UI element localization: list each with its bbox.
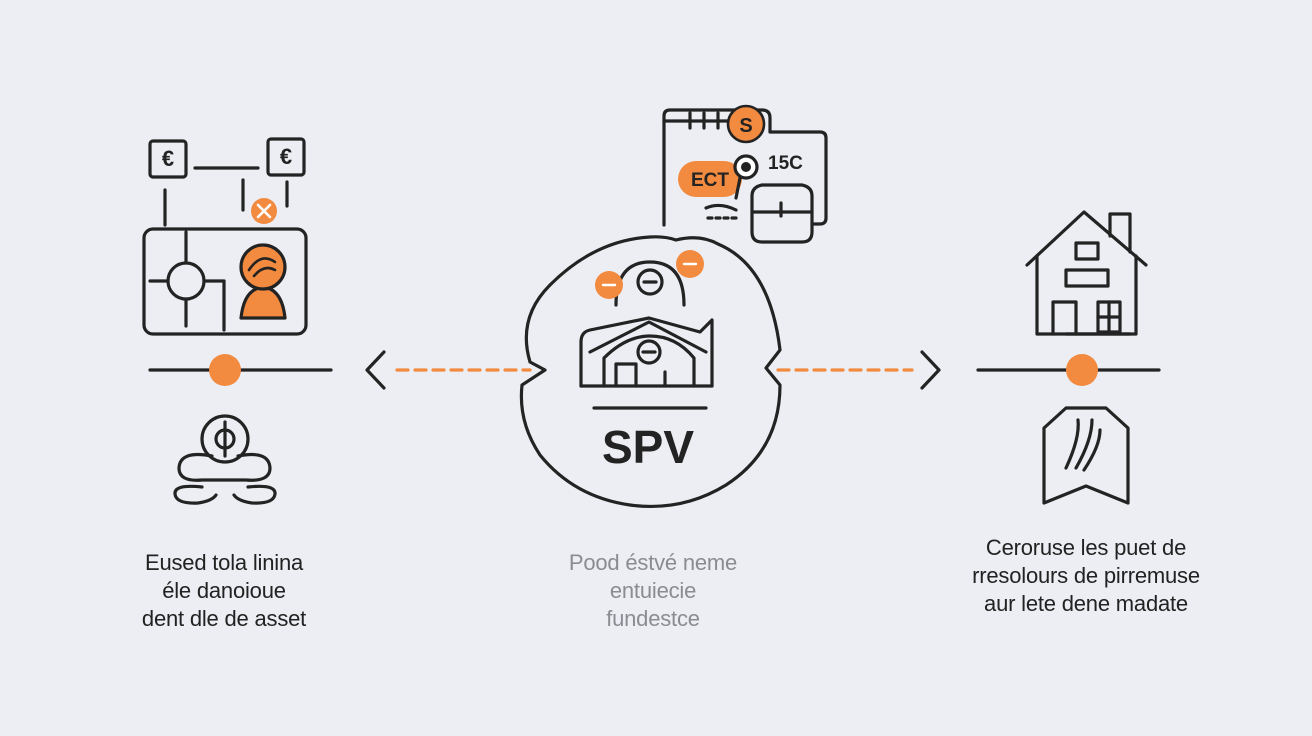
arrow-right: [776, 350, 941, 390]
caption-line: fundestce: [606, 606, 700, 631]
caption-line: entuiecie: [609, 578, 697, 603]
spv-building-icon: [579, 250, 714, 410]
deed-tag-icon: [1042, 406, 1130, 505]
spv-label: SPV: [602, 421, 694, 473]
caption-line: Eused tola linina: [144, 550, 304, 575]
spv-circle: [519, 235, 782, 509]
caption-center: Pood éstvé neme entuiecie fundestce: [503, 549, 803, 633]
caption-right: Ceroruse les puet de rresolours de pirre…: [936, 534, 1236, 618]
investor-icon: [173, 414, 277, 505]
svg-text:€: €: [162, 146, 174, 171]
caption-line: rresolours de pirremuse: [972, 563, 1200, 588]
house-icon: [1025, 210, 1148, 336]
caption-line: Pood éstvé neme: [568, 550, 738, 575]
asset-network-icon: € €: [142, 137, 308, 336]
timeline-left: [148, 354, 333, 386]
caption-line: éle danoioue: [162, 578, 286, 603]
terminal-badge-label: ECT: [691, 170, 729, 191]
caption-line: aur lete dene madate: [984, 591, 1188, 616]
arrow-left: [365, 350, 532, 390]
svg-text:€: €: [280, 144, 292, 169]
caption-left: Eused tola linina éle danoioue dent dle …: [74, 549, 374, 633]
timeline-right: [976, 354, 1161, 386]
caption-line: dent dle de asset: [141, 606, 307, 631]
terminal-icon: S: [662, 104, 828, 244]
caption-line: Ceroruse les puet de: [985, 535, 1187, 560]
svg-text:S: S: [739, 115, 752, 137]
terminal-reading: 15C: [768, 153, 803, 174]
